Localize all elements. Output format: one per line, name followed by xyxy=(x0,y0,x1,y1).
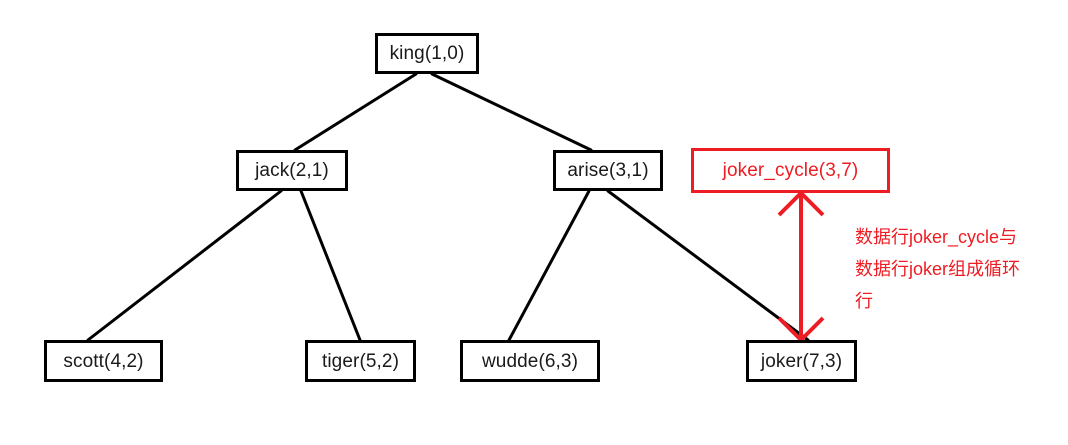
node-joker[interactable]: joker(7,3) xyxy=(746,340,857,382)
cycle-arrowhead-down-right xyxy=(799,316,825,342)
node-joker_cycle[interactable]: joker_cycle(3,7) xyxy=(691,148,890,193)
node-label: wudde(6,3) xyxy=(481,350,579,372)
node-label: scott(4,2) xyxy=(63,350,144,372)
cycle-double-arrow xyxy=(777,191,825,342)
node-label: joker(7,3) xyxy=(760,350,843,372)
node-scott[interactable]: scott(4,2) xyxy=(44,340,163,382)
node-king[interactable]: king(1,0) xyxy=(375,33,479,74)
node-label: tiger(5,2) xyxy=(321,350,400,372)
edge-king-to-jack xyxy=(293,72,418,152)
node-jack[interactable]: jack(2,1) xyxy=(236,150,348,191)
annotation-line: 数据行joker_cycle与 xyxy=(855,227,1018,247)
edge-jack-to-scott xyxy=(86,189,283,342)
annotation-line: 行 xyxy=(855,291,873,311)
edge-arise-to-joker xyxy=(606,189,810,342)
node-wudde[interactable]: wudde(6,3) xyxy=(460,340,600,382)
annotation-line: 数据行joker组成循环 xyxy=(855,259,1021,279)
edge-king-to-arise xyxy=(430,72,593,152)
node-arise[interactable]: arise(3,1) xyxy=(553,150,663,191)
tree-edge-group xyxy=(86,72,810,342)
node-label: king(1,0) xyxy=(389,43,465,64)
cycle-arrowhead-down-left xyxy=(777,316,803,342)
edge-arise-to-wudde xyxy=(507,189,591,342)
node-label: jack(2,1) xyxy=(255,160,329,181)
node-label: joker_cycle(3,7) xyxy=(722,160,859,181)
cycle-arrowhead-up-right xyxy=(799,191,825,217)
node-tiger[interactable]: tiger(5,2) xyxy=(305,340,416,382)
edge-jack-to-tiger xyxy=(299,189,362,342)
cycle-note: 数据行joker_cycle与数据行joker组成循环行 xyxy=(855,221,1020,317)
node-label: arise(3,1) xyxy=(567,160,649,181)
cycle-arrowhead-up-left xyxy=(777,191,803,217)
